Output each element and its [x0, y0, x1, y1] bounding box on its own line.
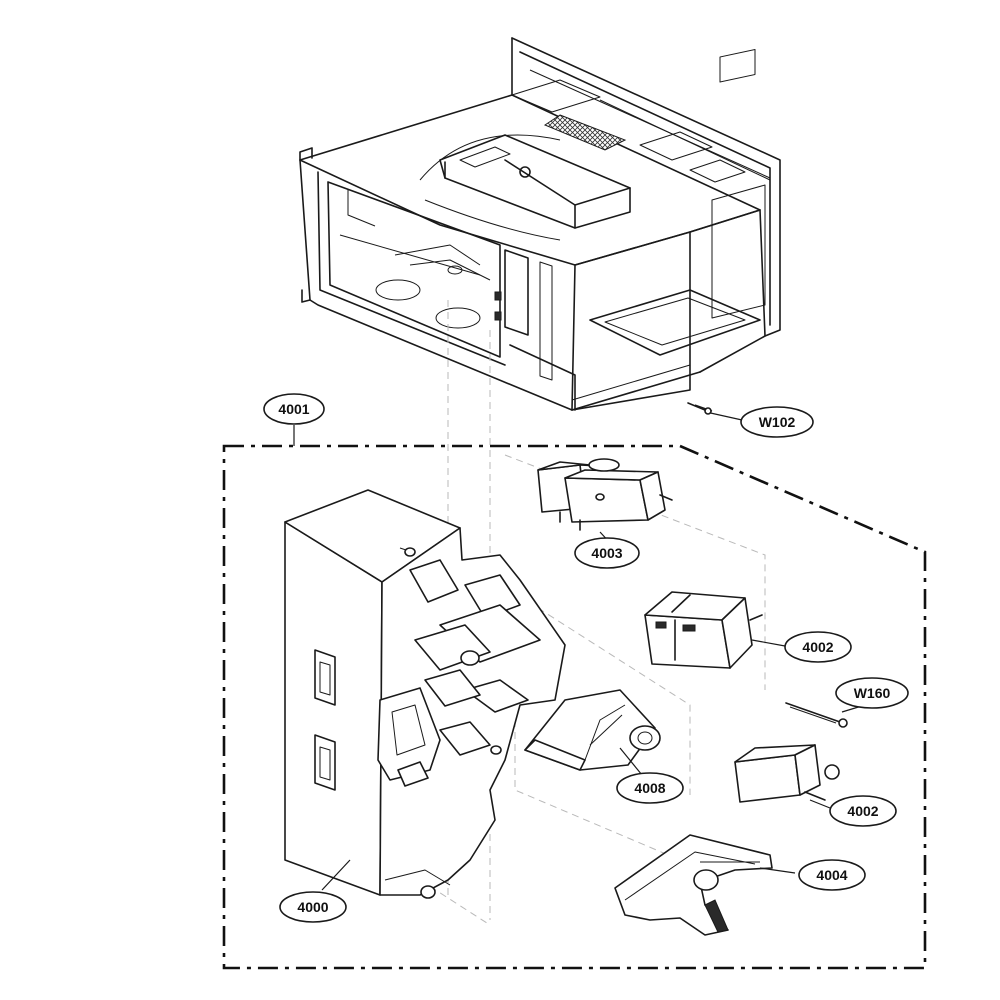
svg-text:W160: W160: [854, 685, 891, 701]
callout-W102: W102: [740, 406, 814, 438]
callout-4001: 4001: [263, 393, 325, 425]
callout-W160: W160: [835, 677, 909, 709]
callout-4002-upper: 4002: [784, 631, 852, 663]
part-4002-switch-upper: [644, 591, 763, 669]
svg-text:4008: 4008: [634, 780, 665, 796]
svg-text:W102: W102: [759, 414, 796, 430]
svg-text:4002: 4002: [847, 803, 878, 819]
microwave-cavity: [299, 37, 781, 411]
part-4008-lever: [524, 689, 661, 771]
callout-4008: 4008: [616, 772, 684, 804]
callout-4003: 4003: [574, 537, 640, 569]
svg-text:4000: 4000: [297, 899, 328, 915]
callout-4004: 4004: [798, 859, 866, 891]
callout-4000: 4000: [279, 891, 347, 923]
svg-text:4001: 4001: [278, 401, 309, 417]
assembly-boundary: [222, 444, 927, 970]
svg-text:4002: 4002: [802, 639, 833, 655]
part-W160-screw: [785, 702, 848, 728]
callout-4002-lower: 4002: [829, 795, 897, 827]
leader-lines: [293, 404, 866, 891]
part-4000-bracket: [284, 489, 566, 899]
part-W102-screw: [687, 402, 712, 415]
svg-text:4004: 4004: [816, 867, 847, 883]
part-4004-hook: [614, 834, 773, 936]
part-4003-switch: [537, 458, 673, 531]
svg-text:4003: 4003: [591, 545, 622, 561]
part-4002-switch-lower: [734, 744, 840, 803]
